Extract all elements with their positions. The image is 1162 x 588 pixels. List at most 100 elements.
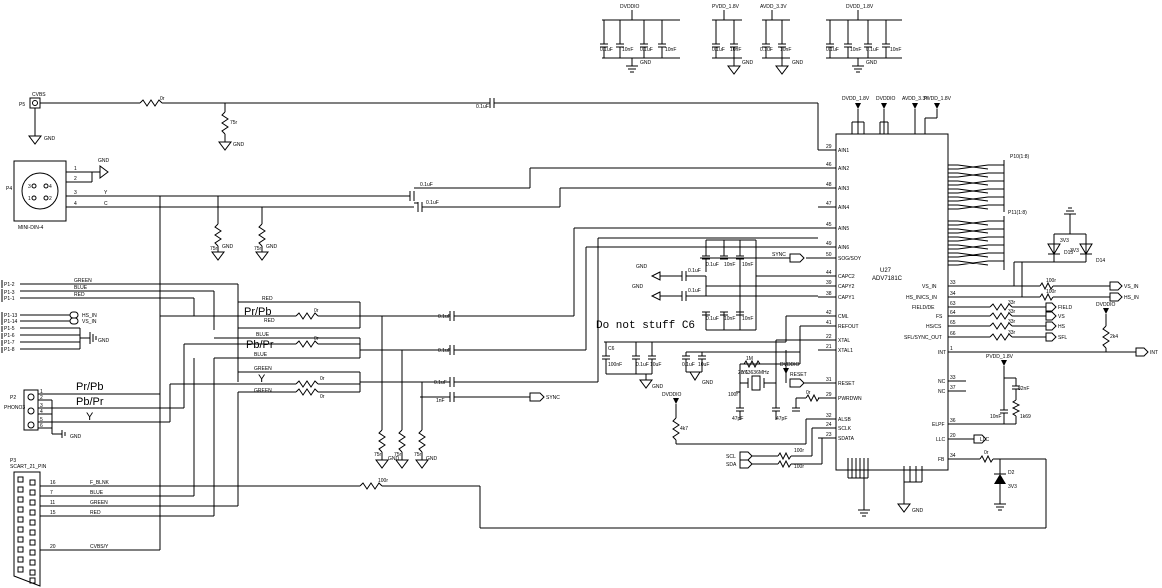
svg-text:6: 6	[40, 423, 43, 429]
svg-text:11: 11	[50, 500, 55, 506]
svg-text:65: 65	[950, 320, 956, 326]
ic-u27: U27 ADV7181C DVDD_1.8V DVDDIO AVDD_3.3V …	[818, 96, 1030, 517]
svg-text:GREEN: GREEN	[254, 366, 272, 372]
svg-text:VS_IN: VS_IN	[1124, 284, 1139, 290]
svg-text:4: 4	[49, 184, 52, 190]
svg-text:29: 29	[826, 392, 832, 398]
svg-text:100r: 100r	[1046, 289, 1056, 295]
svg-text:SYNC: SYNC	[546, 395, 560, 401]
svg-text:XTAL1: XTAL1	[838, 348, 853, 354]
svg-text:GND: GND	[388, 456, 400, 462]
svg-text:29: 29	[826, 144, 832, 150]
svg-text:82nF: 82nF	[1018, 386, 1029, 392]
svg-text:23: 23	[826, 432, 832, 438]
top-decoupling-caps: DVDDIO 0.1uF 10nF 0.1uF 10nF PVDD_1.8V	[600, 4, 902, 75]
cap-group-pvdd: PVDD_1.8V GND 0.1uF 10nF	[712, 4, 754, 75]
svg-text:4k7: 4k7	[680, 426, 688, 432]
svg-text:31: 31	[826, 377, 832, 383]
svg-text:RED: RED	[262, 296, 273, 302]
cap-group-dvdd: DVDD_1.8V 0.1uF 10nF 0.1uF 10nF	[826, 4, 902, 73]
svg-text:GREEN: GREEN	[74, 278, 92, 284]
svg-text:HS_IN/CS_IN: HS_IN/CS_IN	[906, 295, 937, 301]
svg-text:RESET: RESET	[838, 381, 855, 387]
svg-text:GND: GND	[702, 380, 714, 386]
svg-text:46: 46	[826, 162, 832, 168]
svg-text:15: 15	[50, 510, 56, 516]
svg-text:Pr/Pb: Pr/Pb	[76, 381, 104, 393]
svg-text:GND: GND	[426, 456, 438, 462]
svg-text:4: 4	[40, 409, 43, 415]
svg-text:5: 5	[40, 417, 43, 423]
svg-text:22: 22	[826, 334, 832, 340]
svg-text:SCL: SCL	[726, 454, 736, 460]
svg-text:47: 47	[826, 201, 832, 207]
svg-text:ALSB: ALSB	[838, 417, 851, 423]
p2-phono: P2 PHONO3 1 2 3 4 5 6 GND Pr/Pb Pb/Pr Y	[4, 316, 185, 440]
svg-text:10nF: 10nF	[780, 47, 791, 53]
svg-text:10nF: 10nF	[730, 47, 741, 53]
svg-text:0r: 0r	[160, 96, 165, 102]
svg-text:VS_IN: VS_IN	[922, 284, 937, 290]
svg-text:0.1uF: 0.1uF	[434, 380, 447, 386]
svg-text:Y: Y	[258, 373, 266, 385]
svg-text:GND: GND	[44, 136, 56, 142]
svg-text:Y: Y	[104, 190, 108, 196]
svg-text:FB: FB	[938, 457, 945, 463]
svg-text:SDATA: SDATA	[838, 436, 855, 442]
svg-text:50: 50	[826, 252, 832, 258]
svg-text:64: 64	[950, 310, 956, 316]
svg-text:INT: INT	[1150, 350, 1158, 356]
dvddio-label: DVDDIO	[620, 4, 640, 10]
svg-text:P1-3: P1-3	[4, 290, 15, 296]
svg-text:P1-7: P1-7	[4, 340, 15, 346]
svg-text:75r: 75r	[394, 452, 402, 458]
svg-text:1M: 1M	[746, 356, 753, 362]
svg-text:P10(1:8): P10(1:8)	[1010, 154, 1030, 160]
svg-text:3: 3	[74, 190, 77, 196]
ic-body	[835, 133, 949, 471]
svg-text:P1-8: P1-8	[4, 347, 15, 353]
svg-text:0r: 0r	[984, 450, 989, 456]
svg-text:BLUE: BLUE	[254, 352, 268, 358]
svg-text:100r: 100r	[378, 478, 388, 484]
svg-text:0r: 0r	[320, 394, 325, 400]
cap-group-dvddio: DVDDIO 0.1uF 10nF 0.1uF 10nF	[600, 4, 680, 73]
svg-text:GND: GND	[742, 60, 754, 66]
svg-text:PHONO3: PHONO3	[4, 405, 25, 411]
svg-text:0.1uF: 0.1uF	[866, 47, 879, 53]
svg-text:7: 7	[50, 490, 53, 496]
svg-text:10nF: 10nF	[742, 262, 753, 268]
svg-text:0.1uF: 0.1uF	[826, 47, 839, 53]
svg-text:GND: GND	[640, 60, 652, 66]
svg-text:49: 49	[826, 241, 832, 247]
svg-text:BLUE: BLUE	[74, 285, 88, 291]
svg-text:REFOUT: REFOUT	[838, 324, 859, 330]
svg-text:GREEN: GREEN	[90, 500, 108, 506]
svg-text:10nF: 10nF	[622, 47, 633, 53]
svg-text:16: 16	[50, 480, 56, 486]
svg-text:P1-13: P1-13	[4, 313, 18, 319]
svg-text:0.1uF: 0.1uF	[688, 268, 701, 274]
svg-text:GND: GND	[632, 284, 644, 290]
svg-text:PVDD_1.8V: PVDD_1.8V	[924, 96, 952, 102]
svg-text:FS: FS	[936, 314, 943, 320]
svg-text:75r: 75r	[374, 452, 382, 458]
svg-text:3V3: 3V3	[1060, 238, 1069, 244]
svg-text:2: 2	[40, 395, 43, 401]
svg-text:DVDDIO: DVDDIO	[662, 392, 682, 398]
svg-text:20: 20	[950, 433, 956, 439]
svg-text:10nF: 10nF	[990, 414, 1001, 420]
svg-text:0.1uF: 0.1uF	[712, 47, 725, 53]
svg-text:DVDD_1.8V: DVDD_1.8V	[842, 96, 870, 102]
cap-group-avdd: AVDD_3.3V GND 0.1uF 10nF	[760, 4, 804, 75]
svg-text:33r: 33r	[1008, 330, 1016, 336]
svg-text:GND: GND	[98, 158, 110, 164]
ic-power-pins: DVDD_1.8V DVDDIO AVDD_3.3V PVDD_1.8V	[842, 96, 952, 134]
svg-text:GREEN: GREEN	[254, 388, 272, 394]
svg-text:D14: D14	[1096, 258, 1105, 264]
svg-text:45: 45	[826, 222, 832, 228]
svg-text:SCLK: SCLK	[838, 426, 852, 432]
svg-text:1nF: 1nF	[436, 398, 445, 404]
svg-text:21: 21	[826, 344, 832, 350]
